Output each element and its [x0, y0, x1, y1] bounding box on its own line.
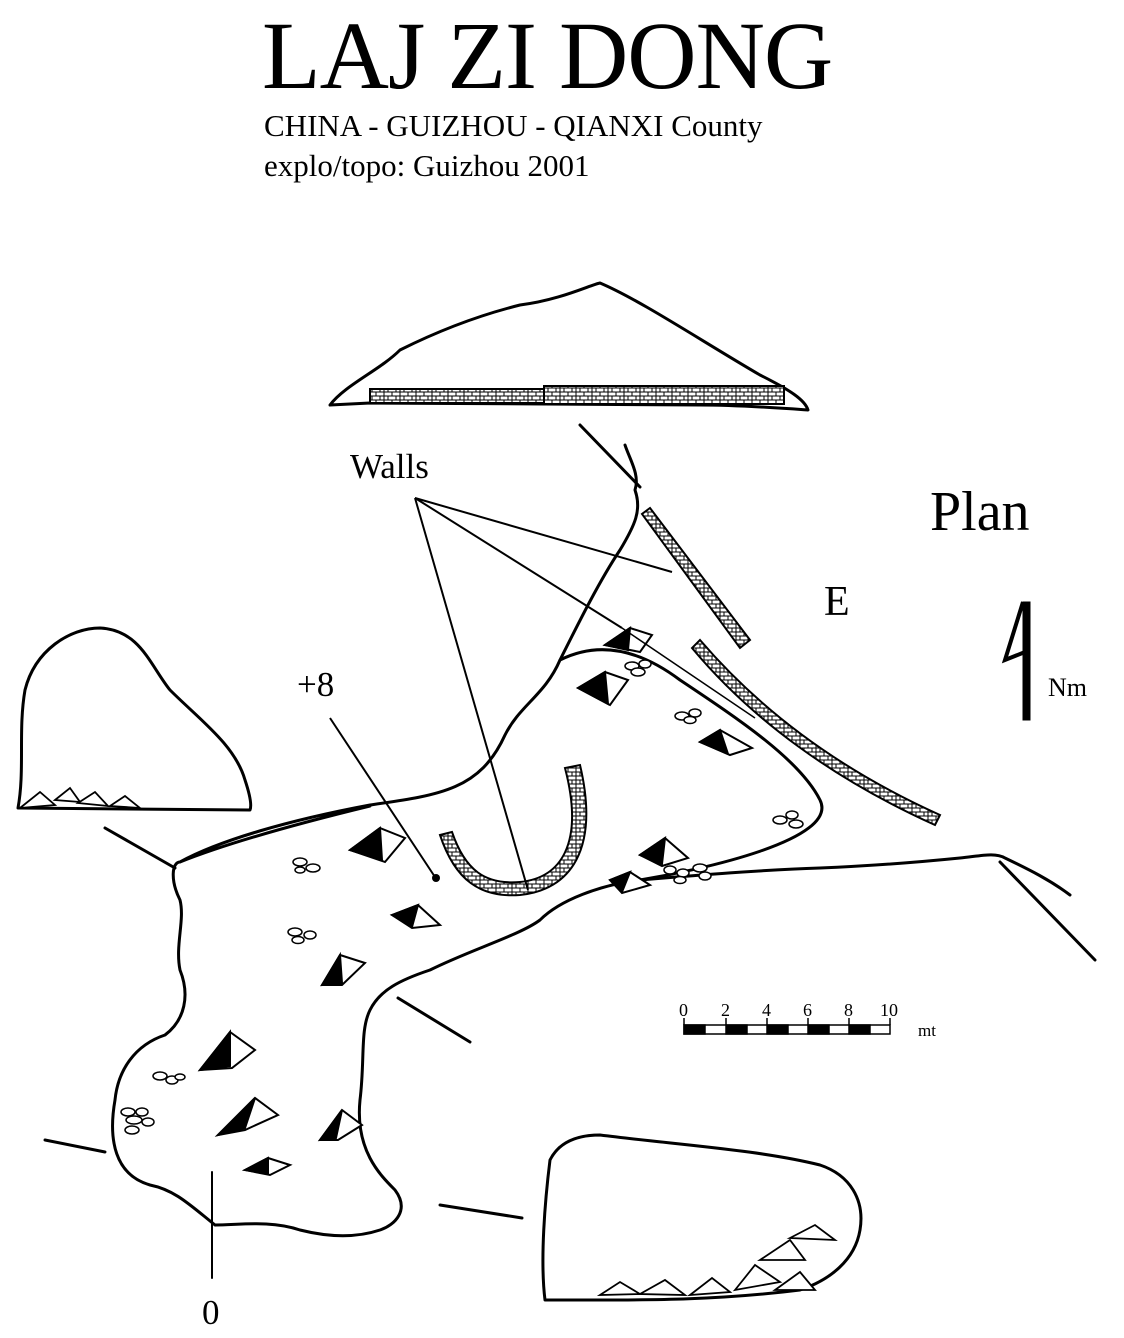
- cave-passage-east: [638, 853, 1072, 897]
- cross-section-left: [16, 626, 253, 812]
- north-label: Nm: [1048, 673, 1087, 702]
- scale-tick-label: 2: [721, 1000, 730, 1020]
- scale-tick-label: 4: [762, 1000, 771, 1020]
- station-upper-label: +8: [297, 665, 334, 704]
- map-location: CHINA - GUIZHOU - QIANXI County: [264, 108, 763, 143]
- map-exploration-credit: explo/topo: Guizhou 2001: [264, 148, 590, 183]
- scale-bar: [683, 1018, 891, 1035]
- scale-unit-label: mt: [918, 1021, 936, 1040]
- cross-section-bottom-right: [541, 1133, 863, 1302]
- plan-label: Plan: [930, 481, 1030, 543]
- east-label: E: [824, 579, 850, 625]
- scale-tick-label: 8: [844, 1000, 853, 1020]
- station-entrance-label: 0: [202, 1293, 220, 1332]
- map-title: LAJ ZI DONG: [262, 2, 833, 109]
- walls-label: Walls: [350, 447, 429, 486]
- scale-tick-label: 0: [679, 1000, 688, 1020]
- scale-tick-label: 10: [880, 1000, 898, 1020]
- north-arrow-icon: [1001, 601, 1031, 721]
- scale-tick-label: 6: [803, 1000, 812, 1020]
- cross-section-top: [328, 281, 810, 412]
- cave-passage-outline: [111, 443, 824, 1238]
